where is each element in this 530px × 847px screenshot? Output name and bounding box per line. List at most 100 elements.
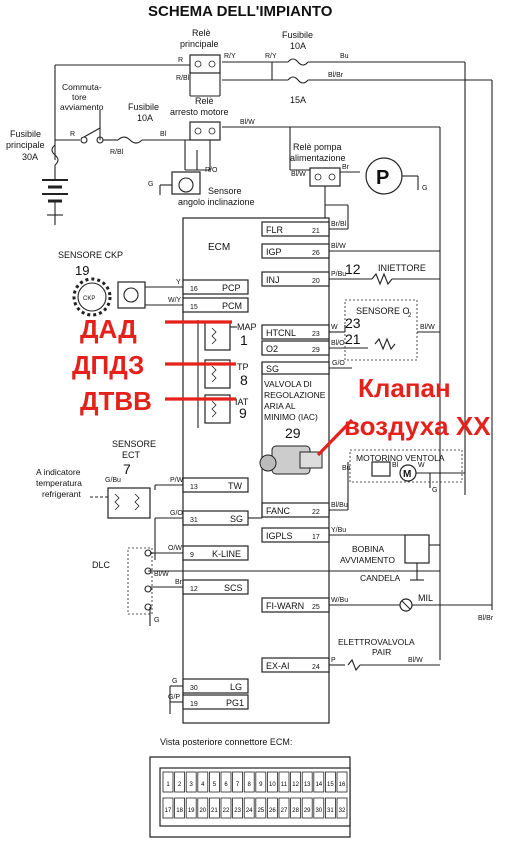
- svg-text:Bl: Bl: [160, 131, 167, 138]
- svg-text:temperatura: temperatura: [36, 478, 82, 488]
- connector-pin-number: 26: [269, 808, 276, 814]
- svg-text:P: P: [376, 167, 389, 189]
- connector-pin-cell: [185, 771, 197, 793]
- connector-pin-number: 16: [339, 782, 346, 788]
- svg-text:LG: LG: [230, 682, 242, 692]
- connector-pin-number: 2: [178, 782, 182, 788]
- connector-pin-number: 27: [281, 808, 288, 814]
- connector-pin-cell: [220, 797, 232, 819]
- svg-text:15: 15: [190, 304, 198, 311]
- svg-text:12: 12: [190, 586, 198, 593]
- svg-text:G: G: [172, 678, 177, 685]
- svg-text:13: 13: [190, 484, 198, 491]
- iac-valve: SG G/O VALVOLA DI REGOLAZIONE ARIA AL MI…: [248, 360, 352, 519]
- connector-pin-cell: [336, 771, 348, 793]
- svg-text:IAT: IAT: [235, 397, 249, 407]
- fuel-pump-icon: P G: [365, 157, 427, 195]
- svg-text:P: P: [331, 657, 336, 664]
- connector-pin-number: 15: [327, 782, 334, 788]
- svg-text:29: 29: [285, 425, 301, 441]
- connector-pin-number: 6: [224, 782, 228, 788]
- annotation-dad: ДАД: [80, 314, 137, 344]
- svg-text:VALVOLA DI: VALVOLA DI: [264, 379, 312, 389]
- fusibile-principale: Fusibile principale 30A: [6, 129, 59, 166]
- elettrovalvola-pair: ELETTROVALVOLA PAIR Bl/W: [338, 637, 440, 672]
- connector-pin-cell: [243, 797, 255, 819]
- svg-text:10A: 10A: [290, 41, 306, 51]
- connector-pin-cell: [313, 797, 325, 819]
- motorino-ventola: MOTORINO VENTOLA M Bu Bl W G: [342, 449, 465, 494]
- svg-text:G/P: G/P: [168, 694, 180, 701]
- svg-text:29: 29: [312, 347, 320, 354]
- svg-text:Bl/W: Bl/W: [240, 119, 255, 126]
- connector-pin-number: 30: [315, 808, 322, 814]
- svg-text:Br: Br: [175, 579, 183, 586]
- connector-pin-number: 12: [292, 782, 299, 788]
- svg-text:angolo inclinazione: angolo inclinazione: [178, 197, 255, 207]
- svg-text:PG1: PG1: [226, 698, 244, 708]
- svg-text:8: 8: [240, 372, 248, 388]
- connector-pin-number: 13: [304, 782, 311, 788]
- connector-pin-cell: [324, 797, 336, 819]
- svg-text:K-LINE: K-LINE: [212, 549, 241, 559]
- svg-text:19: 19: [190, 701, 198, 708]
- connector-pin-cell: [266, 771, 278, 793]
- svg-text:Bl/W: Bl/W: [408, 657, 423, 664]
- svg-text:ARIA AL: ARIA AL: [264, 401, 296, 411]
- connector-pin-number: 11: [281, 782, 288, 788]
- connector-pin-number: 7: [236, 782, 240, 788]
- connector-pin-cell: [232, 797, 244, 819]
- fusibile-10a-top: Fusibile 10A: [282, 30, 313, 66]
- svg-text:22: 22: [312, 509, 320, 516]
- svg-text:12: 12: [345, 261, 361, 277]
- svg-text:BOBINA: BOBINA: [352, 544, 384, 554]
- iniettore: 12 INIETTORE: [345, 261, 440, 286]
- svg-text:Bu: Bu: [340, 53, 349, 60]
- svg-text:Bl/W: Bl/W: [154, 571, 169, 578]
- svg-text:avviamento: avviamento: [60, 102, 104, 112]
- connector-pin-cell: [278, 797, 290, 819]
- svg-text:CKP: CKP: [83, 296, 95, 302]
- svg-text:PCM: PCM: [222, 301, 242, 311]
- svg-text:21: 21: [345, 331, 361, 347]
- svg-text:R: R: [70, 131, 75, 138]
- connector-pin-number: 24: [246, 808, 253, 814]
- svg-text:30A: 30A: [22, 152, 38, 162]
- svg-text:G/O: G/O: [170, 510, 183, 517]
- top-power-wiring: [54, 61, 493, 660]
- svg-text:AVVIAMENTO: AVVIAMENTO: [340, 555, 395, 565]
- svg-text:TW: TW: [228, 481, 242, 491]
- ecm-left-wires: Y W/Y P/W G/O O/W Br G G/P: [145, 279, 184, 714]
- svg-text:Fusibile: Fusibile: [128, 102, 159, 112]
- svg-text:R/Y: R/Y: [265, 53, 277, 60]
- svg-text:MOTORINO VENTOLA: MOTORINO VENTOLA: [356, 453, 445, 463]
- connector-pin-cell: [278, 771, 290, 793]
- svg-text:16: 16: [190, 286, 198, 293]
- rele-pompa-alimentazione: Relè pompa alimentazione: [290, 142, 360, 220]
- svg-text:24: 24: [312, 664, 320, 671]
- connector-pin-number: 8: [248, 782, 252, 788]
- svg-text:M: M: [403, 469, 411, 480]
- svg-text:Bl/W: Bl/W: [420, 324, 435, 331]
- svg-text:SENSORE CKP: SENSORE CKP: [58, 250, 123, 260]
- svg-text:7: 7: [123, 461, 131, 477]
- connector-pin-cell: [290, 771, 302, 793]
- connector-pin-cell: [301, 797, 313, 819]
- dlc-connector: DLC Bl/W G: [92, 547, 440, 626]
- svg-text:Bl/O: Bl/O: [331, 340, 345, 347]
- svg-text:A indicatore: A indicatore: [36, 467, 81, 477]
- svg-text:INIETTORE: INIETTORE: [378, 263, 426, 273]
- svg-text:INJ: INJ: [266, 275, 280, 285]
- ecm-label: ECM: [208, 242, 230, 253]
- connector-pin-cell: [208, 771, 220, 793]
- svg-text:G: G: [148, 181, 153, 188]
- svg-text:Bl/Br: Bl/Br: [328, 72, 344, 79]
- sensore-o2: SENSORE O 2 23 21 Bl/W: [344, 299, 440, 361]
- svg-text:23: 23: [312, 331, 320, 338]
- svg-text:P/Bu: P/Bu: [331, 271, 346, 278]
- svg-text:Vista posteriore connettore EC: Vista posteriore connettore ECM:: [160, 737, 292, 747]
- connector-pin-number: 9: [259, 782, 263, 788]
- svg-text:G: G: [422, 185, 427, 192]
- connector-pin-number: 28: [292, 808, 299, 814]
- sensore-map: MAP 1: [204, 321, 257, 351]
